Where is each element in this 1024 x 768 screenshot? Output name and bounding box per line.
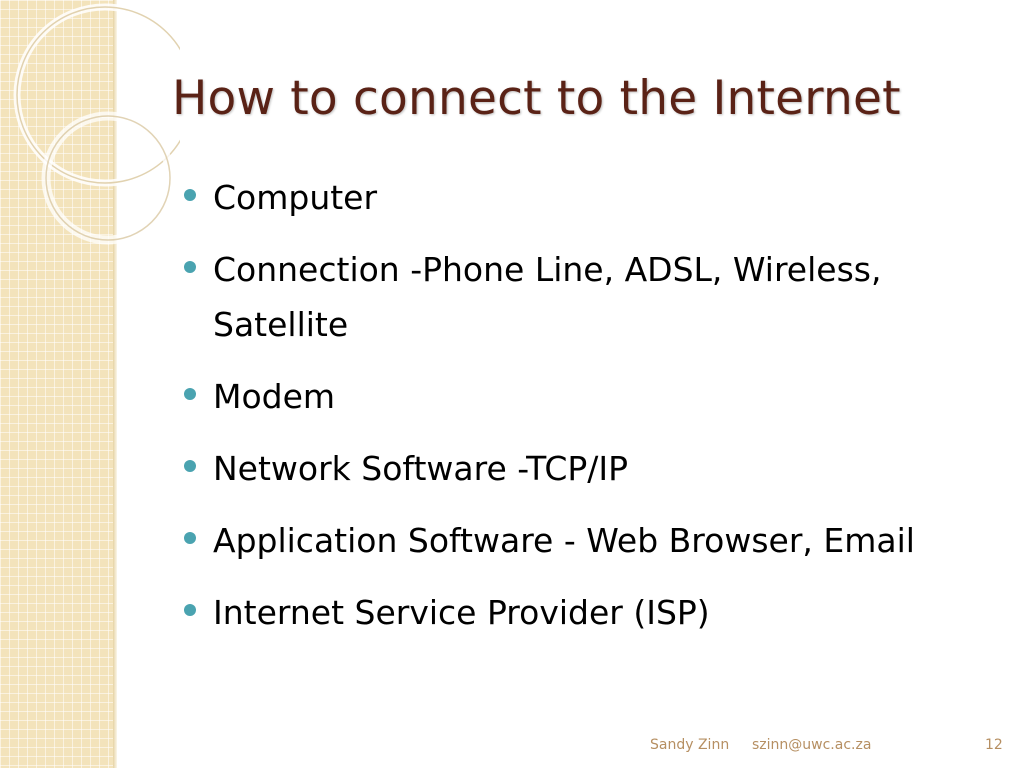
slide-page-number: 12 bbox=[985, 737, 1003, 753]
bullet-list: Computer Connection -Phone Line, ADSL, W… bbox=[180, 170, 990, 657]
footer-author: Sandy Zinn bbox=[650, 737, 730, 753]
bullet-text: Connection -Phone Line, ADSL, Wireless, … bbox=[213, 250, 882, 344]
slide-title: How to connect to the Internet bbox=[172, 71, 901, 126]
bullet-text: Application Software - Web Browser, Emai… bbox=[213, 521, 915, 560]
list-item: Computer bbox=[180, 170, 990, 225]
bullet-text: Computer bbox=[213, 178, 378, 217]
bullet-dot-icon bbox=[184, 460, 196, 472]
decorative-side-panel bbox=[0, 0, 113, 768]
bullet-dot-icon bbox=[184, 604, 196, 616]
decorative-rings-icon bbox=[13, 3, 180, 245]
footer-email: szinn@uwc.ac.za bbox=[752, 737, 872, 753]
list-item: Connection -Phone Line, ADSL, Wireless, … bbox=[180, 242, 990, 352]
bullet-text: Modem bbox=[213, 377, 336, 416]
list-item: Modem bbox=[180, 369, 990, 424]
bullet-text: Internet Service Provider (ISP) bbox=[213, 593, 710, 632]
list-item: Internet Service Provider (ISP) bbox=[180, 585, 990, 640]
bullet-dot-icon bbox=[184, 532, 196, 544]
bullet-dot-icon bbox=[184, 189, 196, 201]
list-item: Network Software -TCP/IP bbox=[180, 441, 990, 496]
side-panel-edge bbox=[113, 0, 117, 768]
list-item: Application Software - Web Browser, Emai… bbox=[180, 513, 990, 568]
bullet-text: Network Software -TCP/IP bbox=[213, 449, 629, 488]
bullet-dot-icon bbox=[184, 261, 196, 273]
bullet-dot-icon bbox=[184, 388, 196, 400]
